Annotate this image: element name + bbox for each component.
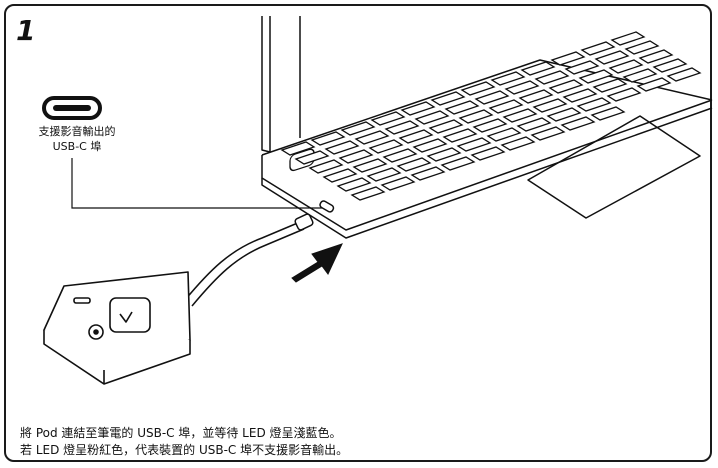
usb-c-port-icon (42, 96, 102, 120)
keyboard-key (624, 40, 660, 55)
keyboard-key (550, 51, 586, 66)
step-number: 1 (16, 14, 36, 47)
keyboard-key (564, 60, 600, 75)
keyboard-key (500, 136, 536, 151)
pod-dongle-illustration (43, 271, 191, 385)
keyboard-key (594, 50, 630, 65)
keyboard-key (520, 61, 556, 76)
keyboard-key (666, 67, 702, 82)
keyboard-key (444, 100, 480, 115)
keyboard-key (368, 139, 404, 154)
keyboard-key (580, 41, 616, 56)
keyboard-key (578, 69, 614, 84)
keyboard-key (470, 146, 506, 161)
keyboard-key (384, 120, 420, 135)
laptop-illustration (261, 16, 713, 239)
keyboard-key (608, 59, 644, 74)
port-label-line1: 支援影音輸出的 (38, 125, 116, 138)
keyboard-key (400, 101, 436, 116)
keyboard-key (280, 141, 316, 156)
keyboard-key (352, 158, 388, 173)
instruction-caption: 將 Pod 連結至筆電的 USB-C 埠，並等待 LED 燈呈淺藍色。 若 LE… (20, 425, 348, 459)
keyboard-key (380, 176, 416, 191)
keyboard-key (460, 81, 496, 96)
port-label-line2: USB-C 埠 (52, 140, 102, 153)
keyboard-key (338, 149, 374, 164)
port-label: 支援影音輸出的 USB-C 埠 (22, 124, 132, 154)
keyboard-key (548, 79, 584, 94)
keyboard-key (370, 111, 406, 126)
keyboard-key (440, 156, 476, 171)
keyboard-key (592, 78, 628, 93)
caption-line2: 若 LED 燈呈粉紅色，代表裝置的 USB-C 埠不支援影音輸出。 (20, 443, 349, 457)
keyboard-key (412, 138, 448, 153)
keyboard-key (488, 99, 524, 114)
caption-line1: 將 Pod 連結至筆電的 USB-C 埠，並等待 LED 燈呈淺藍色。 (20, 426, 342, 440)
keyboard-key (530, 126, 566, 141)
keyboard-key (458, 109, 494, 124)
keyboard-key (502, 108, 538, 123)
keyboard-key (472, 118, 508, 133)
keyboard-key (474, 90, 510, 105)
keyboard-key (456, 137, 492, 152)
cable (184, 213, 314, 307)
keyboard-key (322, 168, 358, 183)
keyboard-key (516, 117, 552, 132)
keyboard-key (294, 150, 330, 165)
keyboard-key (336, 177, 372, 192)
keyboard-key (590, 106, 626, 121)
keyboard-key (610, 31, 646, 46)
keyboard-keys (280, 31, 702, 201)
keyboard-key (652, 58, 688, 73)
keyboard-key (622, 68, 658, 83)
keyboard-key (350, 186, 386, 201)
keyboard-key (398, 129, 434, 144)
keyboard-key (546, 107, 582, 122)
keyboard-key (518, 89, 554, 104)
keyboard-key (534, 70, 570, 85)
keyboard-key (638, 49, 674, 64)
keyboard-key (354, 130, 390, 145)
keyboard-key (310, 131, 346, 146)
leader-line (71, 158, 322, 209)
keyboard-key (410, 166, 446, 181)
keyboard-key (340, 121, 376, 136)
keyboard-key (382, 148, 418, 163)
keyboard-key (324, 140, 360, 155)
keyboard-key (576, 97, 612, 112)
keyboard-key (636, 77, 672, 92)
keyboard-key (490, 71, 526, 86)
keyboard-key (532, 98, 568, 113)
keyboard-key (442, 128, 478, 143)
keyboard-key (426, 147, 462, 162)
keyboard-key (504, 80, 540, 95)
keyboard-key (428, 119, 464, 134)
insert-arrow-icon (291, 243, 343, 283)
keyboard-key (560, 116, 596, 131)
keyboard-key (414, 110, 450, 125)
keyboard-key (486, 127, 522, 142)
keyboard-key (430, 91, 466, 106)
keyboard-key (366, 167, 402, 182)
keyboard-key (308, 159, 344, 174)
keyboard-key (562, 88, 598, 103)
keyboard-key (606, 87, 642, 102)
instruction-card (4, 4, 712, 462)
keyboard-key (396, 157, 432, 172)
